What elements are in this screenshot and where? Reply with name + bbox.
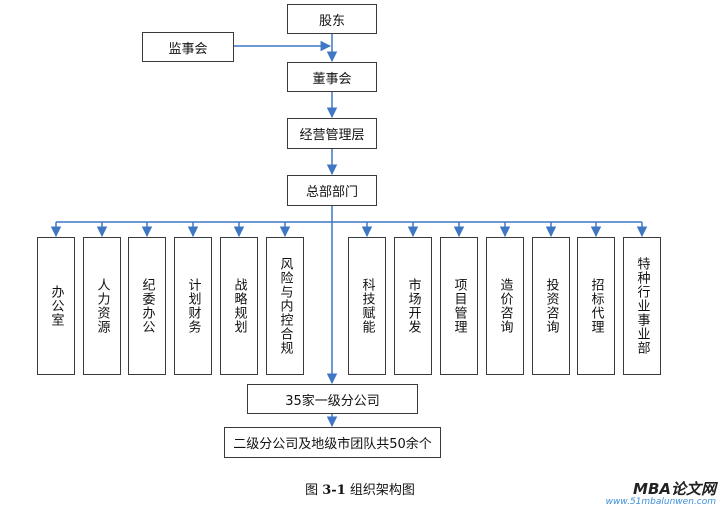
department-box: 市场开发 xyxy=(394,237,432,375)
node-management: 经营管理层 xyxy=(287,118,377,149)
department-box: 办公室 xyxy=(37,237,75,375)
department-box: 战略规划 xyxy=(220,237,258,375)
department-box: 造价咨询 xyxy=(486,237,524,375)
department-box: 纪委办公 xyxy=(128,237,166,375)
department-label: 战略规划 xyxy=(231,278,247,334)
node-first-level-branches: 35家一级分公司 xyxy=(247,384,418,414)
node-label: 35家一级分公司 xyxy=(285,393,380,409)
node-label: 二级分公司及地级市团队共50余个 xyxy=(233,437,432,452)
department-label: 市场开发 xyxy=(405,278,421,334)
watermark-brand: MBA论文网 xyxy=(633,480,716,498)
node-label: 股东 xyxy=(318,13,345,29)
department-label: 人力资源 xyxy=(94,278,110,334)
department-box: 风险与内控合规 xyxy=(266,237,304,375)
figure-caption: 图 3-1 组织架构图 xyxy=(0,479,720,498)
department-label: 科技赋能 xyxy=(359,278,375,334)
node-label: 董事会 xyxy=(312,71,352,87)
department-label: 特种行业事业部 xyxy=(634,257,650,355)
department-label: 项目管理 xyxy=(451,278,467,334)
watermark-url: www.51mbalunwen.com xyxy=(605,497,716,507)
department-box: 科技赋能 xyxy=(348,237,386,375)
department-label: 造价咨询 xyxy=(497,278,513,334)
node-supervisory-board: 监事会 xyxy=(142,32,234,62)
department-box: 招标代理 xyxy=(577,237,615,375)
department-label: 投资咨询 xyxy=(543,278,559,334)
department-label: 风险与内控合规 xyxy=(277,257,293,355)
caption-text: 组织架构图 xyxy=(345,483,415,498)
department-label: 计划财务 xyxy=(185,278,201,334)
node-label: 监事会 xyxy=(168,41,208,57)
department-box: 项目管理 xyxy=(440,237,478,375)
caption-prefix: 图 xyxy=(305,483,323,498)
caption-number: 3-1 xyxy=(322,483,346,498)
department-label: 招标代理 xyxy=(588,278,604,334)
node-headquarters: 总部部门 xyxy=(287,175,377,206)
node-board: 董事会 xyxy=(287,62,377,92)
node-label: 经营管理层 xyxy=(299,128,365,143)
department-box: 特种行业事业部 xyxy=(623,237,661,375)
department-box: 投资咨询 xyxy=(532,237,570,375)
node-second-level-branches: 二级分公司及地级市团队共50余个 xyxy=(224,427,441,458)
node-shareholders: 股东 xyxy=(287,4,377,34)
department-label: 纪委办公 xyxy=(139,278,155,334)
department-box: 计划财务 xyxy=(174,237,212,375)
department-label: 办公室 xyxy=(48,285,64,327)
department-box: 人力资源 xyxy=(83,237,121,375)
node-label: 总部部门 xyxy=(305,185,358,200)
